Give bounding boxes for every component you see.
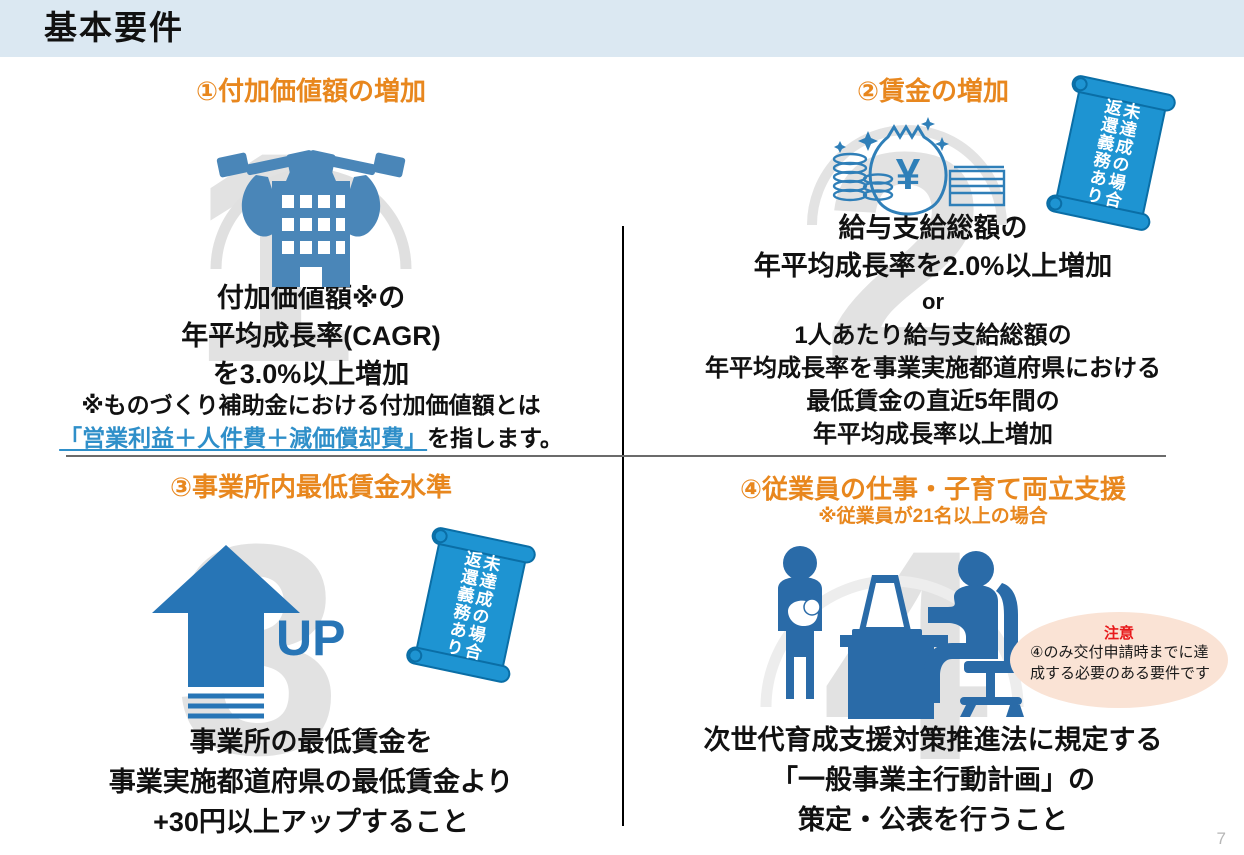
body-line: 年平均成長率以上増加	[813, 421, 1053, 448]
svg-text:¥: ¥	[896, 150, 921, 199]
footnote-line: ※ものづくり補助金における付加価値額とは	[81, 392, 541, 418]
quadrant-work-childcare-support: 4 ④従業員の仕事・子育て両立支援 ※従業員が21名以上の場合	[622, 457, 1244, 855]
quadrant-heading-minimum-wage-level: ③事業所内最低賃金水準	[169, 472, 452, 502]
quadrant-wage-increase: 2 ②賃金の増加 ¥	[622, 57, 1244, 455]
value-added-definition-text: 「営業利益＋人件費＋減価償却費」	[59, 425, 428, 451]
quadrant-subheading-work-childcare-support: ※従業員が21名以上の場合	[818, 506, 1048, 527]
body-line: 「一般事業主行動計画」の	[771, 765, 1095, 795]
quadrant-body-wage-increase-or: or	[622, 287, 1244, 317]
quadrant-value-added: 1 ①付加価値額の増加	[0, 57, 622, 455]
header-band	[0, 0, 1244, 57]
body-line: 事業実施都道府県の最低賃金より	[108, 767, 514, 797]
quadrant-heading-value-added: ①付加価値額の増加	[195, 76, 426, 106]
body-line: 1人あたり給与支給総額の	[794, 322, 1072, 349]
body-line: を3.0%以上増加	[212, 359, 410, 389]
svg-text:UP: UP	[276, 610, 345, 666]
building-muscle-dumbbell-icon	[196, 119, 426, 299]
quadrant-footnote-value-added: ※ものづくり補助金における付加価値額とは 「営業利益＋人件費＋減価償却費」を指し…	[0, 389, 622, 455]
quadrant-minimum-wage-level: 3 ③事業所内最低賃金水準 UP 事業所の最低賃金を 事業実施都道府県の最低賃金…	[0, 457, 622, 855]
body-line: 年平均成長率を事業実施都道府県における	[705, 355, 1161, 382]
money-bag-yen-icon: ¥	[802, 107, 1022, 232]
quadrant-body-value-added: 付加価値額※の 年平均成長率(CAGR) を3.0%以上増加	[0, 279, 622, 393]
quadrant-body-wage-increase: 給与支給総額の 年平均成長率を2.0%以上増加	[622, 209, 1244, 285]
body-line: 付加価値額※の	[216, 283, 406, 313]
vertical-divider	[622, 226, 624, 826]
quadrant-heading-wage-increase: ②賃金の増加	[856, 76, 1009, 106]
horizontal-divider	[66, 455, 1166, 457]
caution-note-inner: 注意 ④のみ交付申請時までに達成する必要のある要件です	[1010, 612, 1228, 708]
up-arrow-icon: UP	[148, 539, 348, 719]
quadrant-body-wage-increase-alt: 1人あたり給与支給総額の 年平均成長率を事業実施都道府県における 最低賃金の直近…	[622, 319, 1244, 451]
caution-note-bubble: 注意 ④のみ交付申請時までに達成する必要のある要件です	[1010, 612, 1228, 708]
body-line: 次世代育成支援対策推進法に規定する	[703, 725, 1163, 755]
caution-note-body: ④のみ交付申請時までに達成する必要のある要件です	[1030, 644, 1211, 682]
body-line: +30円以上アップすること	[153, 807, 469, 837]
body-line: 策定・公表を行うこと	[798, 805, 1068, 835]
body-line: 年平均成長率を2.0%以上増加	[753, 251, 1113, 281]
body-line: 事業所の最低賃金を	[189, 727, 433, 757]
body-line: 給与支給総額の	[838, 213, 1028, 243]
watermark-number-2: 2	[822, 89, 989, 425]
quadrant-body-work-childcare-support: 次世代育成支援対策推進法に規定する 「一般事業主行動計画」の 策定・公表を行うこ…	[622, 720, 1244, 840]
footnote-line-highlight: 「営業利益＋人件費＋減価償却費」を指します。	[0, 422, 622, 455]
body-line: 最低賃金の直近5年間の	[806, 388, 1060, 415]
quadrant-heading-work-childcare-support: ④従業員の仕事・子育て両立支援	[739, 474, 1126, 504]
page-title: 基本要件	[44, 9, 184, 46]
footnote-tail: を指します。	[427, 425, 563, 451]
page-number: 7	[1216, 829, 1226, 848]
scroll-badge-minimum-wage: 未達成の場合 返還義務あり	[401, 520, 542, 690]
body-line: 年平均成長率(CAGR)	[181, 321, 441, 351]
quadrant-body-minimum-wage-level: 事業所の最低賃金を 事業実施都道府県の最低賃金より +30円以上アップすること	[0, 722, 622, 842]
body-line-or: or	[922, 289, 944, 314]
scroll-badge-wage: 未達成の場合 返還義務あり	[1041, 68, 1182, 238]
caution-note-title: 注意	[1103, 625, 1134, 642]
parent-baby-desk-worker-icon	[752, 539, 1032, 719]
